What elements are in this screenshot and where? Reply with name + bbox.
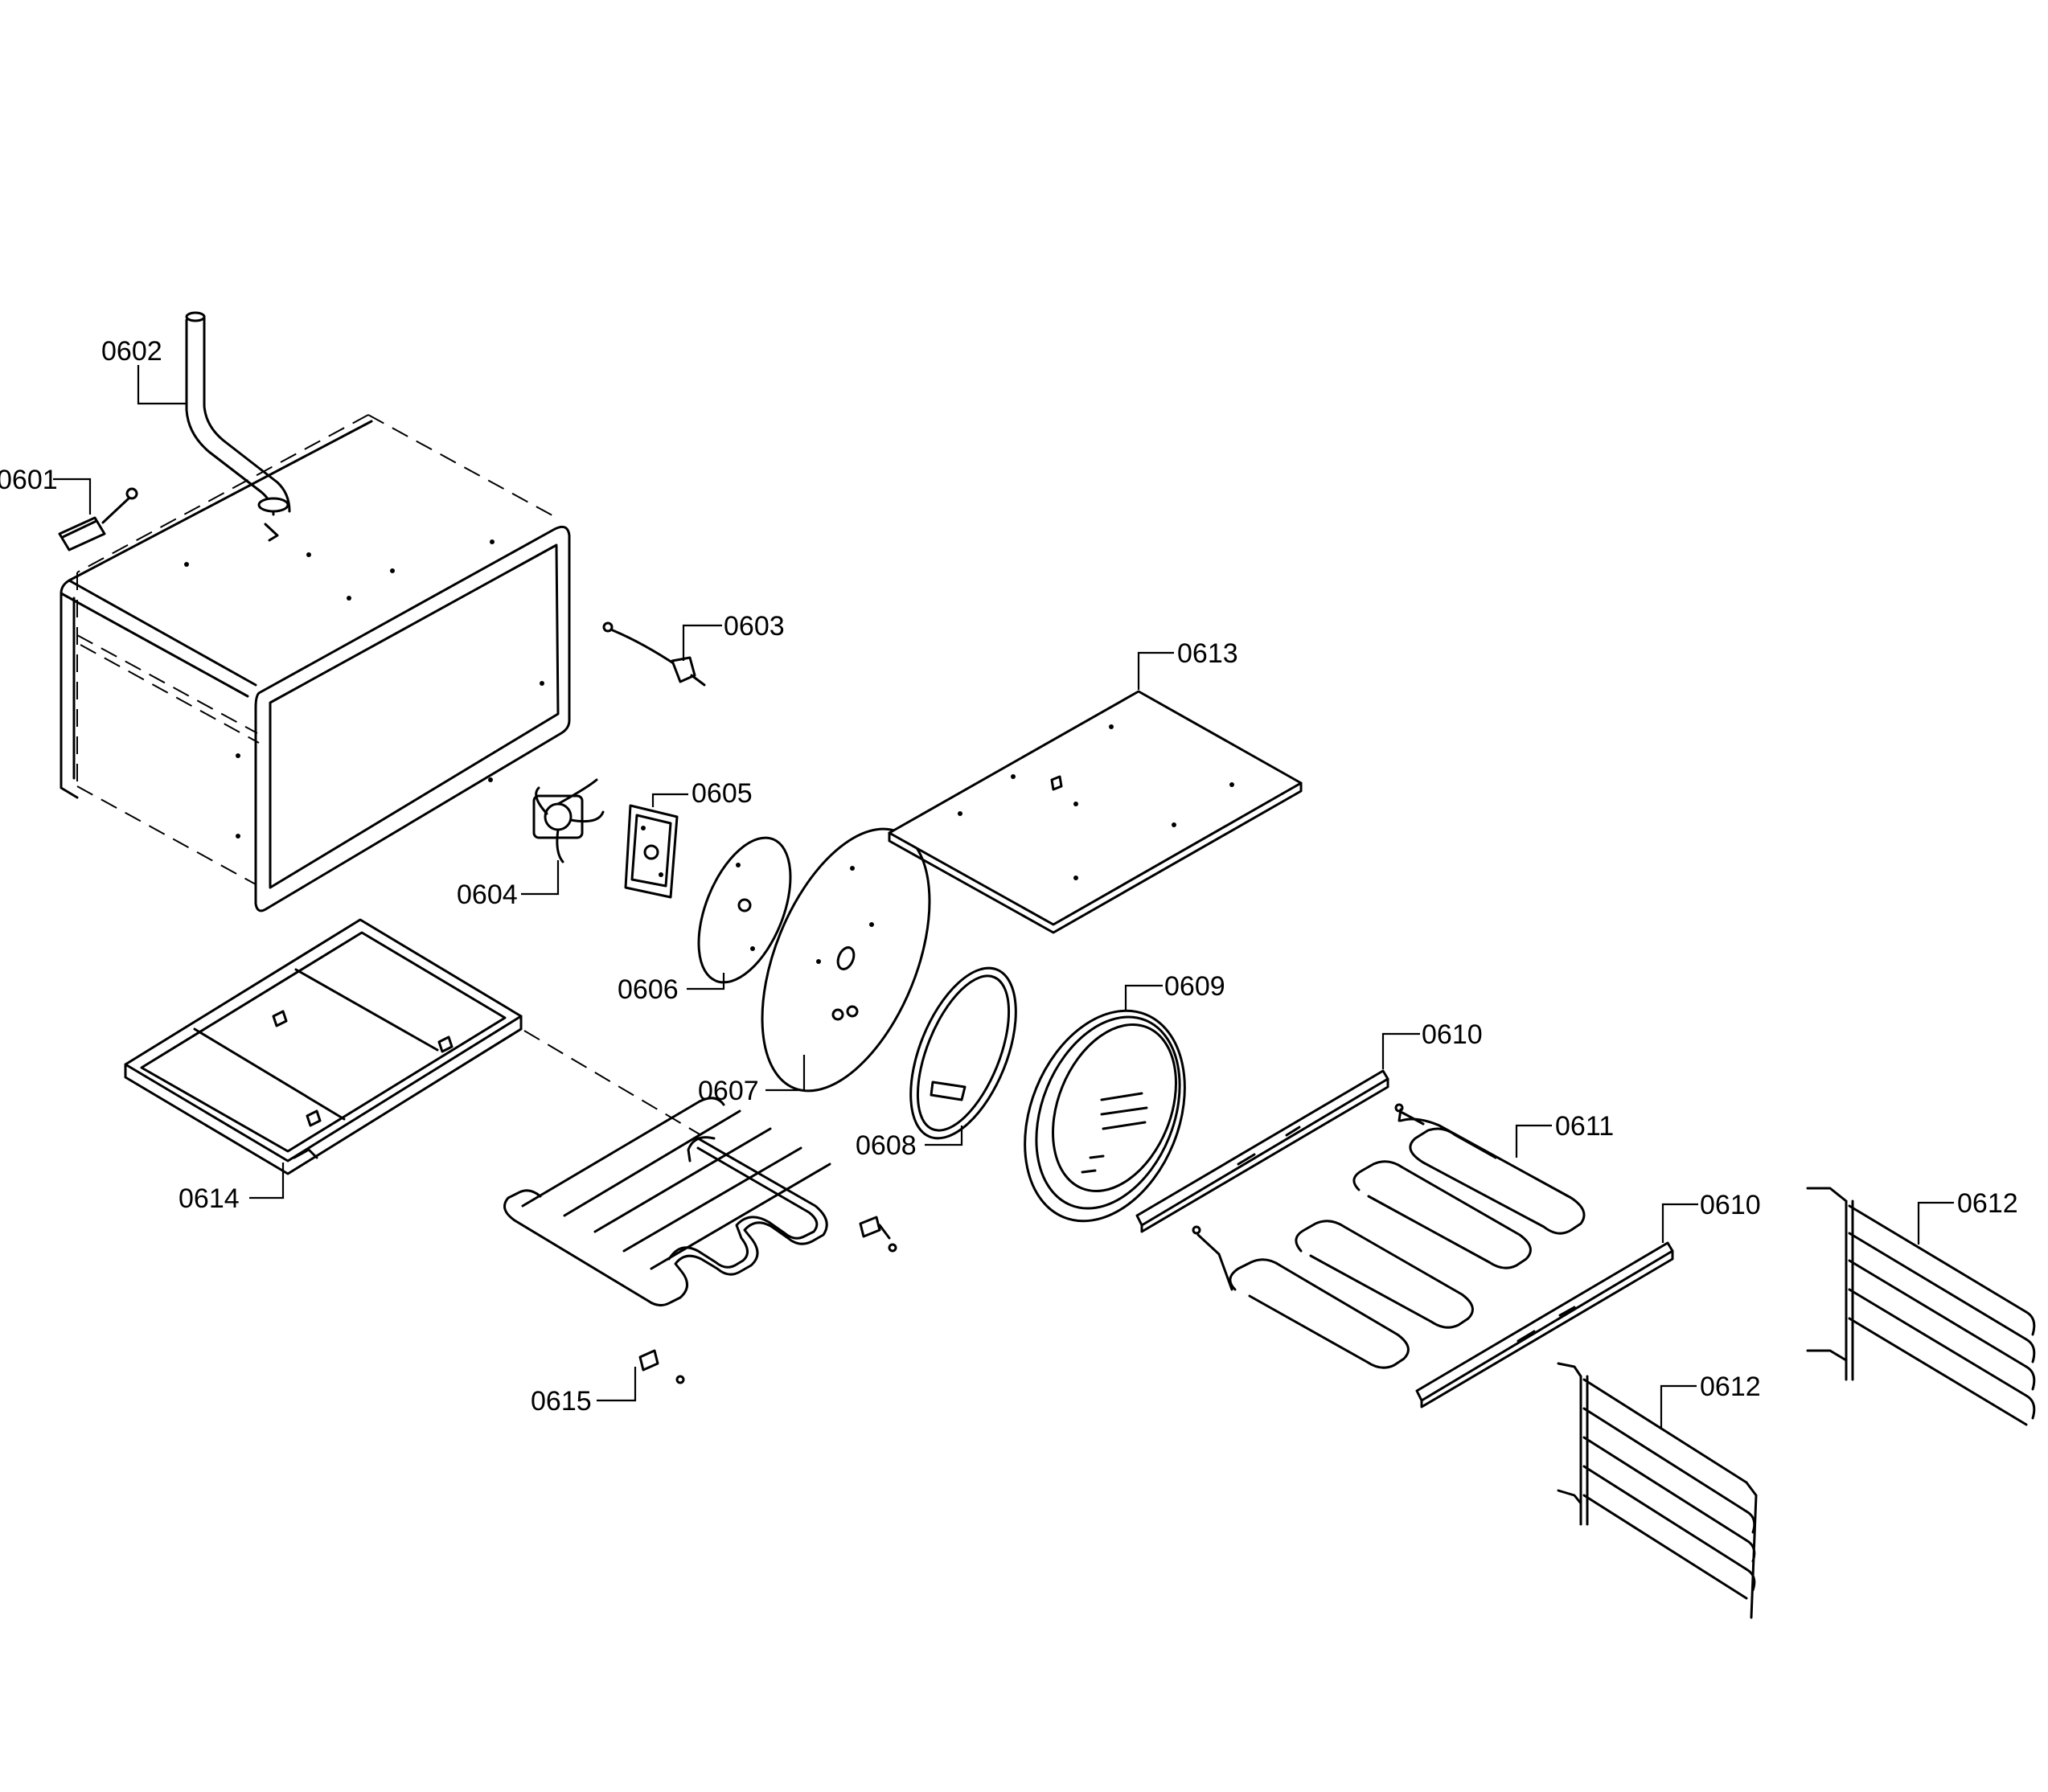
callout-0613: 0613 xyxy=(1177,638,1238,669)
part-0610-rail-lower xyxy=(1415,1241,1674,1409)
leader-0611 xyxy=(1515,1124,1552,1158)
part-0603-temp-sensor xyxy=(602,621,706,687)
leader-0604 xyxy=(521,860,560,896)
leader-0614 xyxy=(249,1163,285,1199)
callout-0610-upper: 0610 xyxy=(1422,1019,1483,1050)
leader-0609 xyxy=(1124,984,1163,1010)
leader-0607 xyxy=(765,1055,806,1092)
part-0612-rack-support-right xyxy=(1806,1187,2036,1426)
part-0605-mount-plate xyxy=(624,804,679,899)
callout-0614: 0614 xyxy=(179,1183,240,1214)
callout-0602: 0602 xyxy=(101,336,162,367)
part-0615-bake-element xyxy=(503,1097,897,1384)
oven-cavity xyxy=(60,414,571,912)
part-0604-fan-motor xyxy=(532,778,605,863)
callout-0608: 0608 xyxy=(856,1130,917,1161)
callout-0612-right: 0612 xyxy=(1957,1188,2018,1219)
part-0602-vent-tube xyxy=(185,311,291,542)
leader-0606 xyxy=(687,973,725,990)
callout-0603: 0603 xyxy=(724,611,785,642)
part-0601-lamp xyxy=(58,487,138,552)
callout-0601: 0601 xyxy=(0,465,58,495)
callout-0606: 0606 xyxy=(618,974,679,1005)
leader-0605 xyxy=(651,793,688,807)
leader-0612-left xyxy=(1660,1384,1697,1428)
leader-0610-lower xyxy=(1661,1203,1698,1243)
leader-0608 xyxy=(925,1126,963,1146)
part-0612-rack-support-left xyxy=(1557,1362,1758,1619)
leader-0610-upper xyxy=(1381,1032,1420,1069)
leader-lines xyxy=(53,365,1954,1428)
callout-0615: 0615 xyxy=(531,1386,592,1417)
leader-0603 xyxy=(682,624,722,661)
leader-0615 xyxy=(597,1367,637,1402)
part-0606-gasket xyxy=(697,836,792,984)
part-0609-fan-cover xyxy=(1024,1009,1186,1223)
part-0614-bottom-pan xyxy=(124,918,702,1175)
leader-0613 xyxy=(1137,651,1174,690)
callout-0612-left: 0612 xyxy=(1700,1372,1761,1402)
callout-0611: 0611 xyxy=(1555,1111,1614,1142)
part-0608-ring-element xyxy=(909,966,1017,1140)
part-0613-top-panel xyxy=(888,690,1303,934)
callout-labels: 0601 0602 0603 0604 0605 0606 0607 0608 … xyxy=(0,336,2018,1417)
callout-0609: 0609 xyxy=(1164,971,1225,1002)
leader-0602 xyxy=(137,365,187,405)
callout-0605: 0605 xyxy=(692,778,753,809)
callout-0604: 0604 xyxy=(457,880,518,910)
part-0610-rail-upper xyxy=(1135,1069,1389,1233)
leader-0612-right xyxy=(1917,1201,1954,1245)
callout-0607: 0607 xyxy=(698,1076,759,1106)
part-0611-broil-element xyxy=(1192,1103,1586,1369)
leader-0601 xyxy=(53,478,92,515)
callout-0610-lower: 0610 xyxy=(1700,1190,1761,1220)
